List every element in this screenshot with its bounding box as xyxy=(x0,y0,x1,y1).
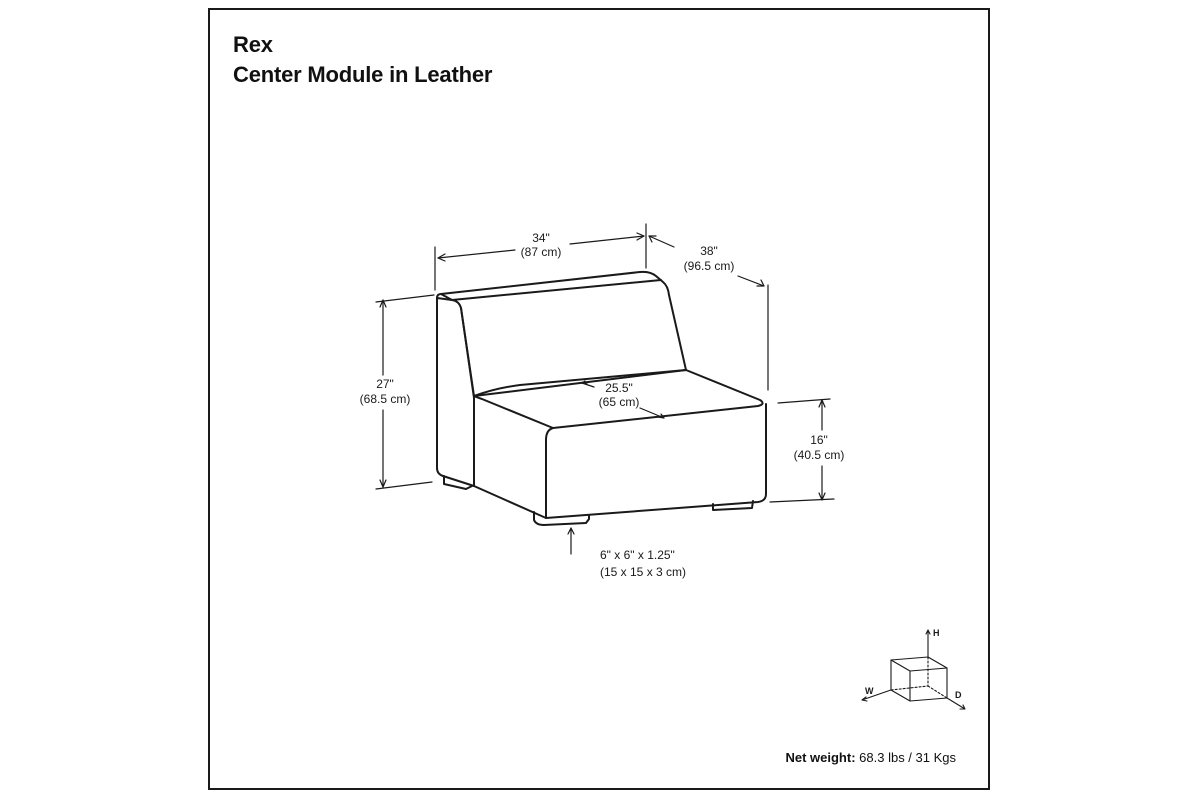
seat-height-metric-label: (40.5 cm) xyxy=(794,448,845,462)
dimension-lines xyxy=(375,223,835,555)
sofa-foot-right xyxy=(712,500,754,511)
sofa-side-panel xyxy=(436,297,475,487)
width-imperial-label: 34" xyxy=(532,231,550,245)
sofa-foot-front xyxy=(533,511,590,526)
sofa-seat-cushion xyxy=(473,369,764,429)
axis-d-label: D xyxy=(955,690,962,700)
seat-depth-imperial-label: 25.5" xyxy=(605,381,633,395)
foot-metric-label: (15 x 15 x 3 cm) xyxy=(600,565,686,579)
net-weight: Net weight: 68.3 lbs / 31 Kgs xyxy=(785,750,956,765)
depth-metric-label: (96.5 cm) xyxy=(684,259,735,273)
product-name: Rex xyxy=(233,32,273,57)
sofa-module-illustration xyxy=(436,270,767,526)
net-weight-label: Net weight: xyxy=(785,750,856,765)
foot-imperial-label: 6" x 6" x 1.25" xyxy=(600,548,675,562)
seat-height-imperial-label: 16" xyxy=(810,433,828,447)
sofa-seat-front xyxy=(545,403,767,519)
product-variant: Center Module in Leather xyxy=(233,62,493,87)
depth-imperial-label: 38" xyxy=(700,244,718,258)
axis-h-label: H xyxy=(933,628,940,638)
width-metric-label: (87 cm) xyxy=(521,245,562,259)
dimension-labels: 34" (87 cm) 38" (96.5 cm) 27" (68.5 cm) … xyxy=(360,231,845,579)
axes-key-cube-icon xyxy=(861,629,966,710)
drawing-frame xyxy=(208,8,990,790)
axis-w-label: W xyxy=(865,686,874,696)
net-weight-value: 68.3 lbs / 31 Kgs xyxy=(859,750,956,765)
sofa-backrest xyxy=(436,270,687,397)
product-title: Rex Center Module in Leather xyxy=(233,30,492,90)
height-metric-label: (68.5 cm) xyxy=(360,392,411,406)
height-imperial-label: 27" xyxy=(376,377,394,391)
sofa-foot-left xyxy=(443,475,473,490)
seat-depth-metric-label: (65 cm) xyxy=(599,395,640,409)
